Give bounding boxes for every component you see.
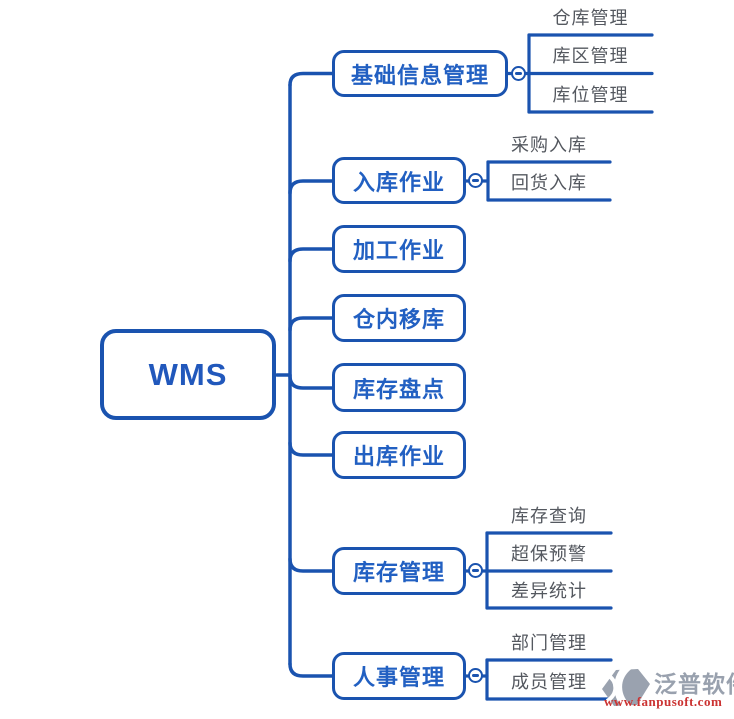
root-node-wms[interactable]: WMS bbox=[100, 329, 276, 420]
watermark: 泛普软件 www.fanpusoft.com bbox=[598, 662, 734, 718]
collapse-toggle-inventory[interactable] bbox=[468, 563, 483, 578]
minus-icon bbox=[472, 569, 479, 572]
branch-curve-outbound bbox=[288, 441, 335, 457]
leaf-purchase-inbound[interactable]: 采购入库 bbox=[511, 135, 587, 155]
node-warehouse-transfer[interactable]: 仓内移库 bbox=[332, 294, 466, 342]
watermark-brand: 泛普软件 bbox=[654, 671, 734, 697]
branch-curve-personnel bbox=[288, 662, 335, 678]
leaf-inventory-query[interactable]: 库存查询 bbox=[511, 506, 587, 526]
node-label: 仓内移库 bbox=[352, 307, 445, 332]
leaf-expiry-warning[interactable]: 超保预警 bbox=[511, 544, 587, 564]
node-label: 出库作业 bbox=[352, 444, 445, 469]
branch-curve-processing bbox=[288, 247, 335, 263]
node-label: 人事管理 bbox=[352, 665, 445, 690]
node-label: 库存盘点 bbox=[352, 376, 445, 402]
minus-icon bbox=[515, 72, 522, 75]
branch-curve-inbound bbox=[288, 179, 335, 195]
root-node-label: WMS bbox=[148, 356, 228, 392]
collapse-toggle-inbound[interactable] bbox=[468, 173, 483, 188]
node-label: 入库作业 bbox=[352, 169, 445, 195]
watermark-url: www.fanpusoft.com bbox=[604, 694, 723, 709]
branch-curve-inventory bbox=[288, 557, 335, 573]
node-inbound-operations[interactable]: 入库作业 bbox=[332, 157, 466, 204]
node-personnel-management[interactable]: 人事管理 bbox=[332, 652, 466, 700]
branch-curve-transfer bbox=[288, 316, 335, 332]
node-label: 库存管理 bbox=[352, 560, 445, 585]
leaf-return-inbound[interactable]: 回货入库 bbox=[511, 173, 587, 193]
minus-icon bbox=[472, 674, 479, 677]
node-processing-operations[interactable]: 加工作业 bbox=[332, 225, 466, 273]
leaf-zone-management[interactable]: 库区管理 bbox=[552, 46, 629, 66]
minus-icon bbox=[472, 179, 479, 182]
node-outbound-operations[interactable]: 出库作业 bbox=[332, 431, 466, 479]
branch-curve-basic-info bbox=[288, 71, 335, 87]
node-stocktaking[interactable]: 库存盘点 bbox=[332, 363, 466, 412]
leaf-department-management[interactable]: 部门管理 bbox=[511, 633, 587, 653]
node-label: 基础信息管理 bbox=[350, 62, 489, 88]
leaf-location-management[interactable]: 库位管理 bbox=[552, 85, 629, 105]
branch-curve-stocktake bbox=[288, 374, 335, 390]
leaf-warehouse-management[interactable]: 仓库管理 bbox=[552, 8, 629, 28]
fanpu-logo-icon bbox=[602, 669, 650, 707]
node-label: 加工作业 bbox=[352, 238, 445, 263]
node-basic-info-management[interactable]: 基础信息管理 bbox=[332, 50, 508, 97]
collapse-toggle-basic-info[interactable] bbox=[511, 66, 526, 81]
collapse-toggle-personnel[interactable] bbox=[468, 668, 483, 683]
node-inventory-management[interactable]: 库存管理 bbox=[332, 547, 466, 595]
leaf-member-management[interactable]: 成员管理 bbox=[511, 672, 587, 692]
leaf-variance-statistics[interactable]: 差异统计 bbox=[511, 581, 587, 601]
